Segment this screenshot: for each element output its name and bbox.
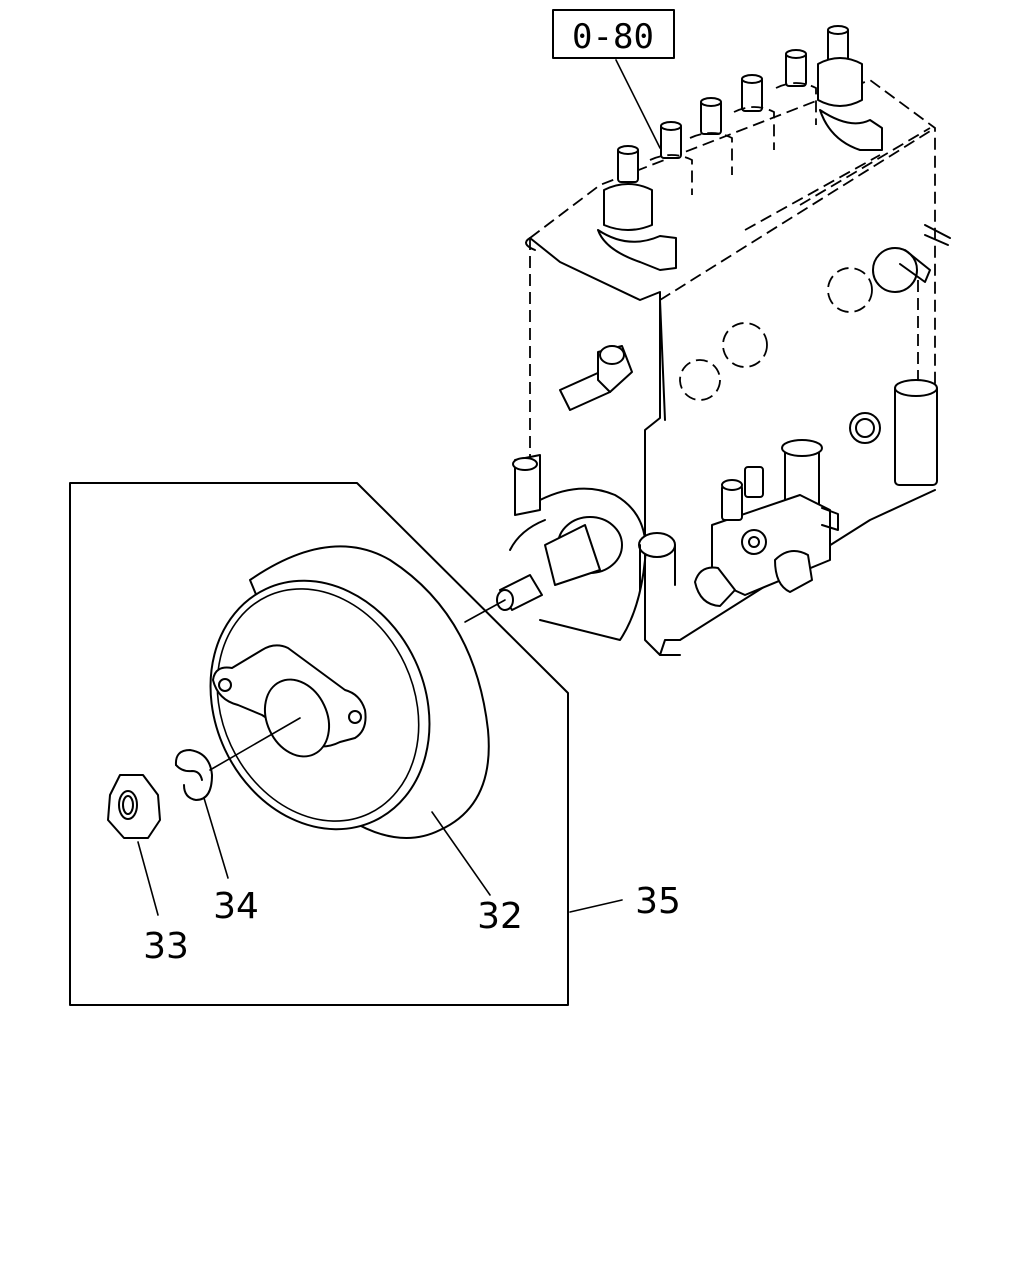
- injection-pump: [496, 25, 951, 656]
- washer-center-line: [209, 717, 301, 771]
- callout-33: 33: [143, 926, 189, 967]
- leader-33: [137, 841, 159, 916]
- delivery-valve-3: [689, 97, 733, 175]
- callout-34: 34: [213, 886, 259, 927]
- leader-32: [431, 811, 491, 896]
- delivery-valve-2: [649, 121, 693, 195]
- delivery-valve-4: [733, 74, 775, 150]
- shaft-center-line: [464, 599, 506, 623]
- feed-pump-cluster: [694, 439, 839, 607]
- delivery-valve-1: [597, 145, 677, 271]
- reference-label: 0-80: [572, 17, 654, 57]
- lock-washer: [174, 749, 213, 801]
- callout-32: 32: [477, 896, 523, 937]
- hex-nut: [107, 774, 161, 839]
- assembly-frame: [69, 482, 569, 1006]
- callout-35: 35: [635, 881, 681, 922]
- delivery-valve-5: [775, 49, 817, 125]
- leader-ref: [615, 59, 661, 149]
- delivery-valve-6: [817, 25, 883, 151]
- reference-box: [552, 9, 675, 59]
- drive-gear: [209, 545, 490, 839]
- leader-35: [569, 899, 623, 913]
- leader-34: [203, 797, 229, 879]
